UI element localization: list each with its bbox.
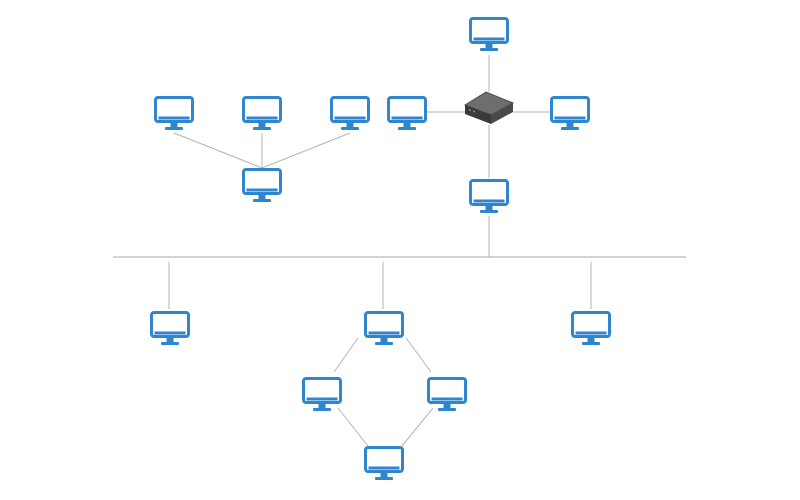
computers [150, 17, 611, 482]
link-ring-left-bottom [337, 407, 369, 447]
monitor-icon [150, 311, 190, 347]
monitor-icon [330, 96, 370, 132]
monitor-icon [387, 96, 427, 132]
hub [463, 91, 515, 124]
link-tree-left [173, 132, 263, 169]
monitor-icon [364, 311, 404, 347]
monitor-icon [364, 446, 404, 482]
hub-side [491, 103, 513, 124]
link-tree-right [261, 132, 351, 169]
hub-front [465, 105, 491, 124]
monitor-icon [571, 311, 611, 347]
monitor-icon [550, 96, 590, 132]
monitor-icon [154, 96, 194, 132]
monitor-icon [242, 168, 282, 204]
link-ring-right-bottom [401, 407, 434, 447]
link-ring-top-right [405, 337, 432, 373]
monitor-icon [469, 179, 509, 215]
monitor-icon [302, 377, 342, 413]
monitor-icon [427, 377, 467, 413]
hub-led-icon [469, 109, 471, 111]
hub-led-icon [473, 110, 475, 113]
connections [113, 55, 686, 447]
monitor-icon [469, 17, 509, 53]
monitor-icon [242, 96, 282, 132]
link-ring-top-left [333, 337, 359, 373]
